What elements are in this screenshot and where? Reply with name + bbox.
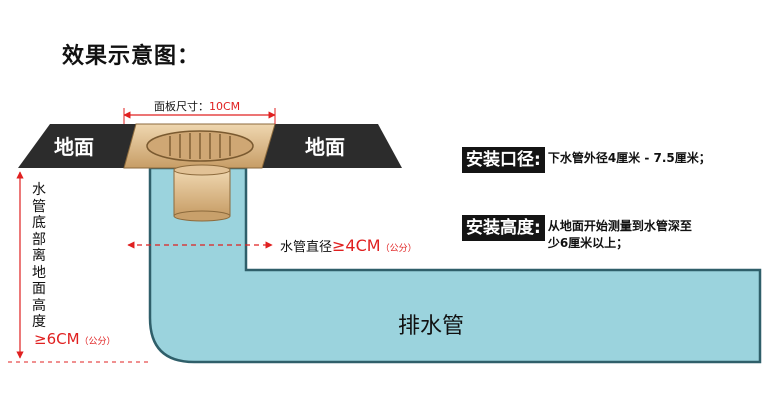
page-title: 效果示意图： [62, 44, 201, 69]
spec-text: 下水管外径4厘米 - 7.5厘米； [547, 151, 711, 165]
height-value-label: ≥6CM（公分） [34, 330, 116, 348]
spec-text: 从地面开始测量到水管深至少6厘米以上； [547, 219, 692, 250]
floor-left-label: 地面 [54, 135, 94, 159]
drain-pipe-label: 排水管 [398, 314, 465, 339]
floor-left [18, 124, 136, 168]
floor-right [262, 124, 402, 168]
spec-install-height: 安装高度: 从地面开始测量到水管深至少6厘米以上； [462, 215, 698, 252]
spec-label: 安装高度: [462, 215, 545, 241]
drain-core [173, 169, 231, 217]
spec-label: 安装口径: [462, 147, 545, 173]
height-vertical-label: 水管底部离地面高度 [32, 182, 46, 330]
drain-pipe [148, 166, 762, 364]
spec-install-caliber: 安装口径: 下水管外径4厘米 - 7.5厘米； [462, 147, 748, 173]
panel-size-label: 面板尺寸：10CM [154, 100, 241, 113]
floor-right-label: 地面 [305, 135, 345, 159]
pipe-diameter-label: 水管直径≥4CM（公分） [278, 236, 419, 255]
